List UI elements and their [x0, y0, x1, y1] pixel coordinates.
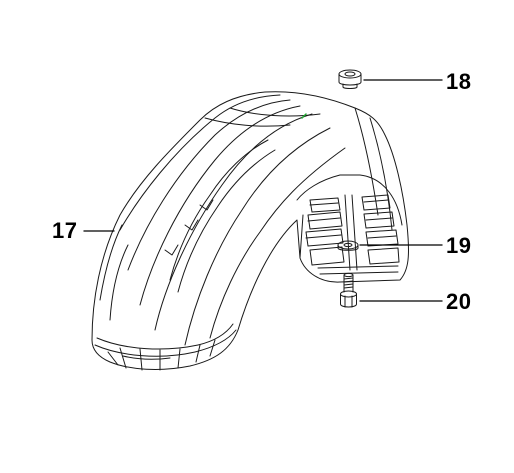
fender-outline: [91, 91, 409, 370]
fender-rib-3: [139, 105, 301, 306]
washer-part-19: [337, 240, 359, 251]
callout-label-20: 20: [446, 289, 472, 314]
accent-mark: [301, 113, 307, 119]
callout-label-17: 17: [52, 218, 78, 243]
grommet-part-18: [338, 69, 362, 89]
callout-label-18: 18: [446, 69, 472, 94]
fender-nose-edge: [94, 329, 237, 357]
fender-rib-5: [184, 127, 331, 346]
fork-mount-outline: [296, 174, 403, 226]
fender-rib-2: [127, 99, 291, 271]
fender-rib-4: [154, 113, 313, 331]
bolt-part-20: [340, 272, 357, 308]
leader-lines: [83, 79, 443, 302]
callout-label-19: 19: [446, 233, 472, 258]
front-fender-part-17: [91, 91, 409, 371]
fender-rib-6: [209, 147, 346, 339]
fender-vent-grille: [305, 194, 400, 275]
fender-rib-1: [119, 94, 281, 231]
